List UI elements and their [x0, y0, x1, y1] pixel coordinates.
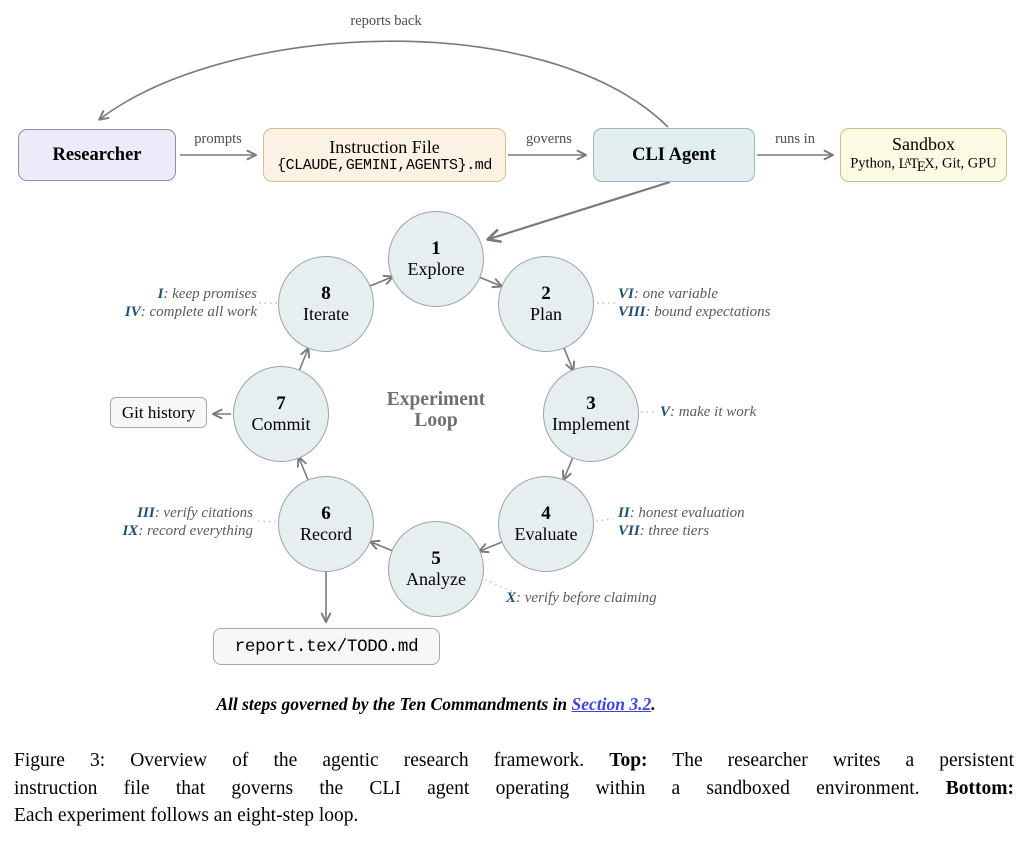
arrow-plan-implement: [563, 347, 576, 372]
annotation-evaluate: II: honest evaluation VII: three tiers: [618, 505, 745, 539]
leader-record: [257, 520, 277, 523]
experiment-loop-title: Experiment Loop: [386, 389, 486, 431]
sandbox-subtitle: Python, LATEX, Git, GPU: [850, 155, 997, 175]
git-history-node: Git history: [110, 397, 207, 428]
step-1-explore: 1 Explore: [388, 211, 484, 307]
cli-agent-node: CLI Agent: [593, 128, 755, 182]
annotation-analyze: X: verify before claiming: [506, 590, 657, 606]
arrow-record-commit: [296, 456, 309, 481]
step-2-plan: 2 Plan: [498, 256, 594, 352]
section-3-2-link[interactable]: Section 3.2: [571, 694, 652, 714]
step-4-evaluate: 4 Evaluate: [498, 476, 594, 572]
edge-label-reports-back: reports back: [350, 13, 422, 29]
arrow-analyze-record: [369, 539, 394, 552]
arrow-iterate-explore: [369, 274, 394, 287]
annotation-record: III: verify citations IX: record everyth…: [122, 505, 253, 539]
step-5-analyze: 5 Analyze: [388, 521, 484, 617]
annotation-iterate: I: keep promises IV: complete all work: [124, 286, 257, 320]
edge-label-prompts: prompts: [194, 131, 242, 147]
step-3-implement: 3 Implement: [543, 366, 639, 462]
figure-caption: Figure 3: Overview of the agentic resear…: [14, 747, 1014, 830]
arrow-cli-to-explore: [486, 180, 671, 243]
arrow-reports-back: [98, 40, 669, 128]
arrow-evaluate-analyze: [478, 541, 503, 554]
sandbox-node: Sandbox Python, LATEX, Git, GPU: [840, 128, 1007, 182]
caption-line-3: Each experiment follows an eight-step lo…: [14, 805, 359, 826]
researcher-node: Researcher: [18, 129, 176, 181]
annotation-implement: V: make it work: [660, 404, 757, 420]
instruction-file-filename: {CLAUDE,GEMINI,AGENTS}.md: [276, 156, 493, 174]
instruction-file-title: Instruction File: [329, 136, 440, 157]
step-6-record: 6 Record: [278, 476, 374, 572]
edge-label-governs: governs: [526, 131, 572, 147]
report-todo-node: report.tex/TODO.md: [213, 628, 440, 665]
step-7-commit: 7 Commit: [233, 366, 329, 462]
sandbox-title: Sandbox: [892, 134, 955, 155]
arrow-commit-iterate: [298, 347, 311, 372]
caption-line-2: instruction file that governs the CLI ag…: [14, 777, 1014, 799]
annotation-plan: VI: one variable VIII: bound expectation…: [618, 286, 771, 320]
caption-line-1: Figure 3: Overview of the agentic resear…: [14, 750, 1015, 771]
arrow-implement-evaluate: [561, 456, 574, 481]
edge-label-runs-in: runs in: [775, 131, 815, 147]
leader-evaluate: [595, 518, 614, 522]
step-8-iterate: 8 Iterate: [278, 256, 374, 352]
latex-logo: LATEX: [898, 155, 935, 175]
instruction-file-node: Instruction File {CLAUDE,GEMINI,AGENTS}.…: [263, 128, 506, 182]
footnote: All steps governed by the Ten Commandmen…: [216, 694, 656, 714]
cli-agent-label: CLI Agent: [632, 145, 716, 165]
arrow-explore-plan: [478, 276, 503, 289]
researcher-label: Researcher: [52, 145, 142, 165]
